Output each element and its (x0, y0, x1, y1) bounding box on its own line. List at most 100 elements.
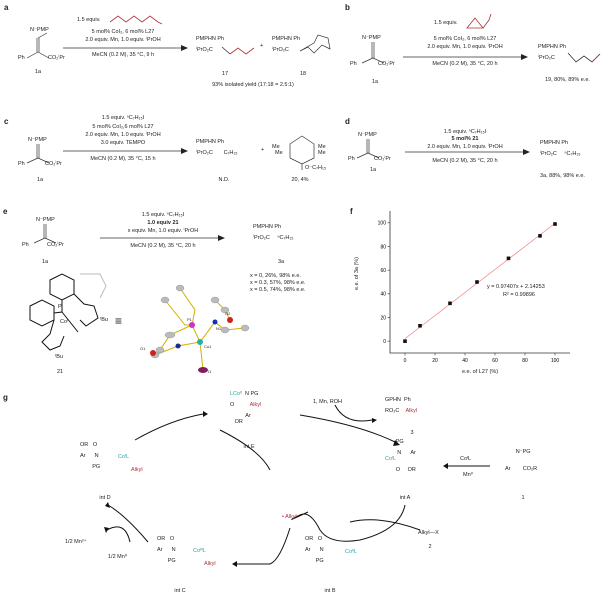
pmp-label-c: N⁻PMP (28, 137, 47, 143)
panel-label-a: a (4, 3, 9, 12)
reagent-b: 1.5 equiv. (434, 20, 458, 26)
pmp-label-d: N⁻PMP (358, 132, 377, 138)
crystal-structure-ortep (150, 284, 250, 373)
fit-line (404, 223, 556, 339)
c7-label: O⁻C₇H₁₅ (305, 165, 327, 171)
cond2-d: 2.0 equiv. Mn, 1.0 equiv. ⁱPrOH (427, 144, 503, 150)
product-17-chain (221, 46, 255, 55)
atom-i1: I1 (208, 369, 212, 374)
pmp-label: N⁻PMP (30, 27, 49, 33)
int-c-cobalt: CoᴵᴵᴵL (193, 548, 206, 554)
pmp-label-b: N⁻PMP (362, 35, 381, 41)
result-2: x = 0.5, 74%, 98% e.e. (250, 287, 306, 293)
sm-label-c: 1a (36, 177, 44, 183)
sm-label-d: 1a (369, 167, 377, 173)
pmp-label-e: N⁻PMP (36, 217, 55, 223)
sm-label-b: 1a (371, 79, 379, 85)
reagents-top: 1, Mn, ROH (313, 399, 343, 405)
cond0-c: 1.5 equiv. ⁿC₇H₁₅I (101, 115, 145, 121)
result-1: x = 0.3, 57%, 98% e.e. (250, 280, 306, 286)
ligand-p-label: P (58, 304, 62, 310)
cond2-e: x equiv. Mn, 1.0 equiv. ⁱPrOH (127, 228, 199, 234)
reaction-arrow-b (403, 54, 528, 60)
equivalence-symbol: ≡ (115, 314, 123, 328)
ph-label-c: Ph (18, 161, 25, 167)
cyclopentyl-icon (299, 34, 331, 54)
atom-o1: O1 (140, 346, 146, 351)
x-tick-label: 0 (404, 358, 407, 364)
data-point (475, 280, 479, 284)
product-label-18: 18 (299, 71, 307, 77)
product-b: 19, 80%, 89% e.e. (545, 77, 590, 83)
ester-label-e: CO₂ⁱPr (47, 242, 64, 248)
reaction-arrow-c (63, 148, 188, 154)
data-point (403, 339, 407, 343)
x-axis-label: e.e. of L27 (%) (461, 369, 499, 375)
x-tick-label: 60 (492, 358, 498, 364)
ph-label-b: Ph (350, 61, 357, 67)
ester-label: CO₂ⁱPr (48, 55, 65, 61)
result-0: x = 0, 26%, 98% e.e. (250, 273, 301, 279)
int-d-alkyl: Alkyl (131, 467, 143, 473)
cyclopropylmethyl-iodide-icon (466, 13, 492, 29)
int-b-cobalt: CoᴵᴵL (345, 549, 357, 555)
ligand-label-21: 21 (56, 369, 64, 375)
y-tick-label: 20 (380, 315, 386, 321)
data-point (553, 222, 557, 226)
y-tick-label: 60 (380, 268, 386, 274)
data-point (448, 301, 452, 306)
fit-r2: R² = 0.99896 (503, 292, 535, 298)
int-a-label: int A (399, 495, 411, 501)
structure-1a-b (361, 42, 385, 64)
reaction-arrow-a (63, 45, 188, 51)
ligand-tbu-label: ᵗBu (100, 317, 108, 323)
sm-label-e: 1a (41, 259, 49, 265)
cond2-b: 2.0 equiv. Mn, 1.0 equiv. ⁱPrOH (427, 44, 503, 50)
int-c-label: int C (174, 588, 186, 594)
x-tick-label: 80 (522, 358, 528, 364)
ester-label-c: CO₂ⁱPr (45, 161, 62, 167)
tempo-adduct-structure (289, 135, 315, 170)
y-tick-label: 80 (380, 244, 386, 250)
plus-a: + (260, 43, 264, 49)
fit-equation: y = 0.97407x + 2.14253 (487, 284, 545, 290)
x-tick-label: 100 (551, 358, 560, 364)
atom-n1: N1 (216, 326, 222, 331)
product-c: N.D. (218, 177, 230, 183)
product-19-chain (567, 52, 601, 63)
cond0-d: 1.5 equiv. ⁿC₇H₁₅I (443, 129, 487, 135)
mn0-reagent: Mn⁰ (463, 472, 473, 478)
reaction-arrow-e (100, 235, 225, 241)
x-tick-label: 40 (462, 358, 468, 364)
ligand-21-structure (29, 273, 107, 351)
hexenyl-iodide-icon (109, 15, 163, 25)
reaction-arrow-d (405, 149, 530, 155)
alkyl-halide-label: 2 (428, 544, 432, 550)
ligand-co-label: Coᴵ (60, 319, 68, 325)
ph-label-d: Ph (348, 156, 355, 162)
product-e: 3a (277, 259, 285, 265)
panel-label-c: c (4, 117, 9, 126)
int-b-label: int B (324, 588, 336, 594)
cond1-d: 5 mol% 21 (451, 136, 479, 142)
y-tick-label: 100 (378, 221, 387, 227)
sm-1-label: 1 (521, 495, 525, 501)
cond3-a: MeCN (0.2 M), 35 °C, 9 h (91, 52, 155, 58)
cond1-e: 1.0 equiv 21 (147, 220, 179, 226)
structure-1a-d (356, 139, 380, 159)
data-point (538, 234, 542, 238)
y-tick-label: 0 (383, 339, 386, 345)
ph-label: Ph (18, 55, 25, 61)
cond3-e: MeCN (0.2 M), 35 °C, 20 h (130, 243, 196, 249)
atom-co1: Co1 (204, 344, 212, 349)
